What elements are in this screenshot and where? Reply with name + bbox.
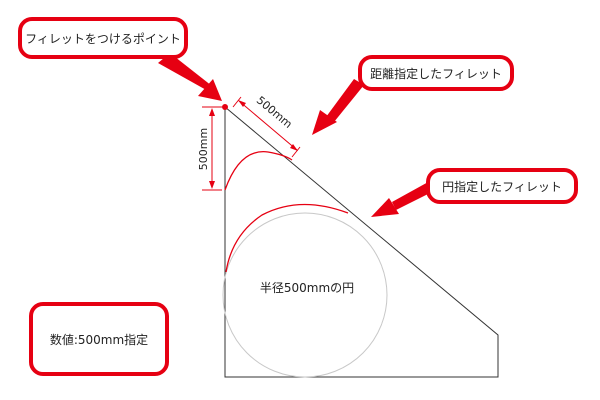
circle-label: 半径500mmの円	[260, 281, 354, 295]
diagonal-dimension	[232, 96, 301, 158]
label-circle-fillet: 円指定したフィレット	[426, 168, 578, 204]
reference-circle	[222, 212, 388, 378]
distance-fillet-arc	[224, 151, 293, 191]
circle-fillet-arc	[225, 203, 349, 273]
arrow-circle-fillet	[371, 181, 436, 217]
label-fillet-point-text: フィレットをつけるポイント	[25, 31, 181, 46]
fillet-point-dot	[222, 104, 228, 110]
label-distance-fillet-text: 距離指定したフィレット	[370, 66, 502, 81]
label-distance-fillet: 距離指定したフィレット	[358, 55, 514, 91]
label-circle-fillet-text: 円指定したフィレット	[442, 179, 562, 194]
shape-outline	[224, 106, 499, 378]
label-value-spec-text: 数値:500mm指定	[49, 332, 149, 347]
label-fillet-point: フィレットをつけるポイント	[18, 17, 188, 59]
arrow-distance-fillet	[312, 79, 364, 135]
diagonal-dimension-text: 500mm	[254, 94, 295, 131]
vertical-dimension-text: 500mm	[197, 128, 210, 170]
arrow-fillet-point	[158, 53, 222, 101]
vertical-dimension	[202, 106, 222, 191]
label-value-spec: 数値:500mm指定	[29, 302, 169, 376]
